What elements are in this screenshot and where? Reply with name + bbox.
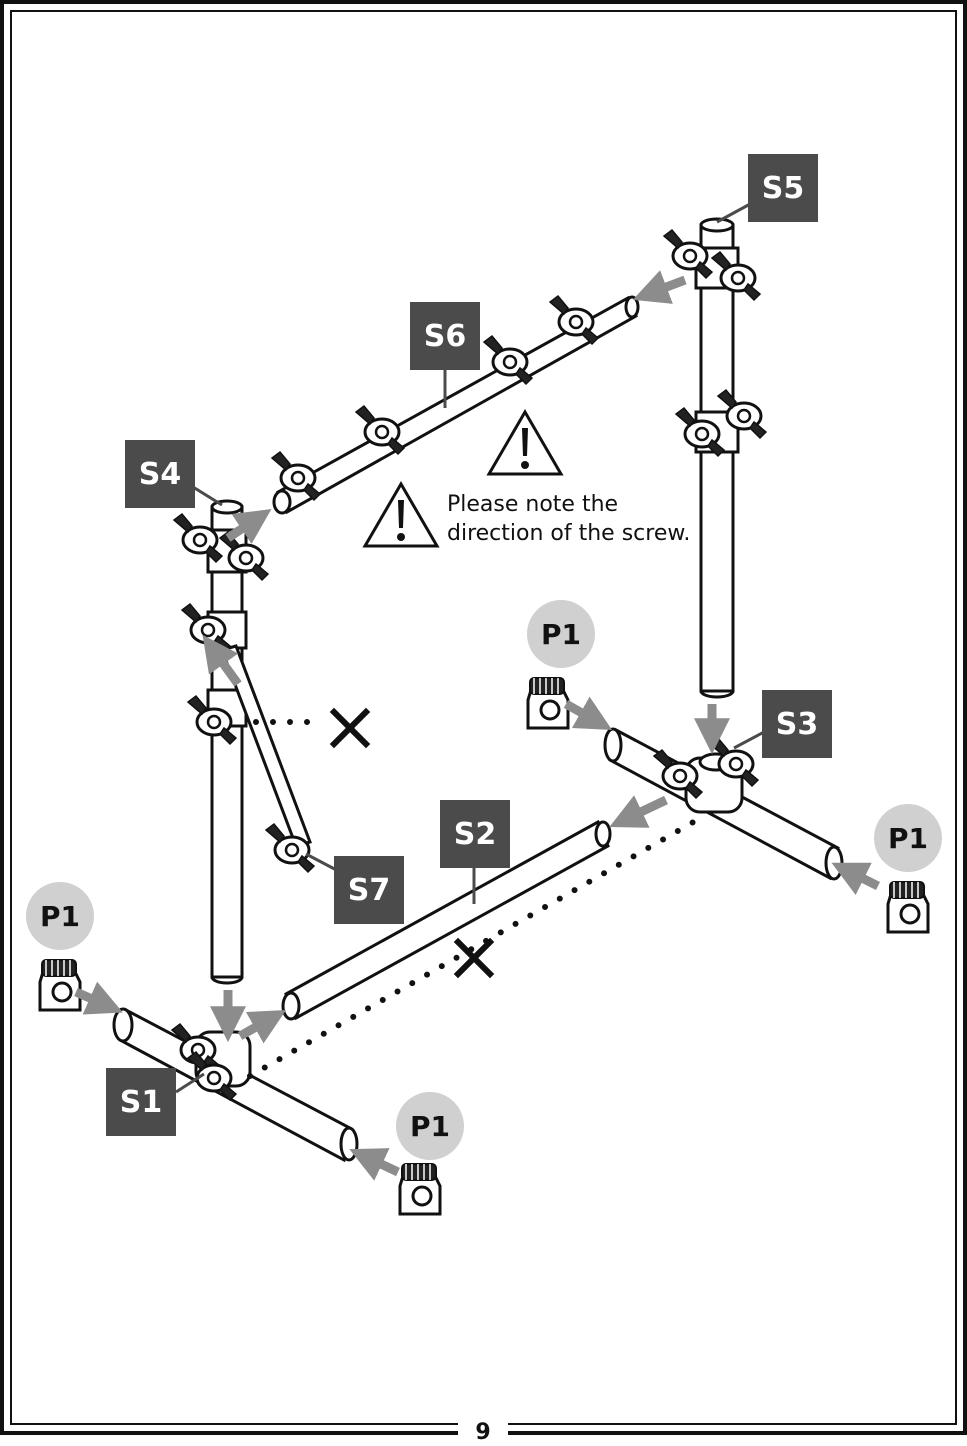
end-cap-icon (398, 1162, 442, 1216)
end-cap-icon (38, 958, 82, 1012)
label-s2: S2 (440, 800, 510, 868)
side-bar-s2 (281, 819, 612, 1021)
label-s3: S3 (762, 690, 832, 758)
leader-line (192, 485, 223, 507)
leader-line (175, 1072, 205, 1094)
end-cap-icon (886, 880, 930, 934)
cross-mark-icon (329, 707, 371, 749)
warning-icon (362, 481, 440, 548)
label-p1-top-right: P1 (527, 600, 595, 668)
label-p1-bottom: P1 (396, 1092, 464, 1160)
screw-direction-note: Please note the direction of the screw. (447, 492, 691, 546)
end-cap-icon (526, 676, 570, 730)
label-s4: S4 (125, 440, 195, 508)
warning-icon (486, 409, 564, 476)
label-p1-right: P1 (874, 804, 942, 872)
label-s1: S1 (106, 1068, 176, 1136)
label-p1-left: P1 (26, 882, 94, 950)
leader-line (733, 730, 765, 750)
page-number: 9 (458, 1420, 508, 1446)
arrow-icon (74, 270, 881, 1181)
leader-line (716, 201, 753, 224)
dotted-line (247, 719, 707, 1079)
label-s6: S6 (410, 302, 480, 370)
cross-mark-icon (453, 937, 495, 979)
label-s5: S5 (748, 154, 818, 222)
label-s7: S7 (334, 856, 404, 924)
